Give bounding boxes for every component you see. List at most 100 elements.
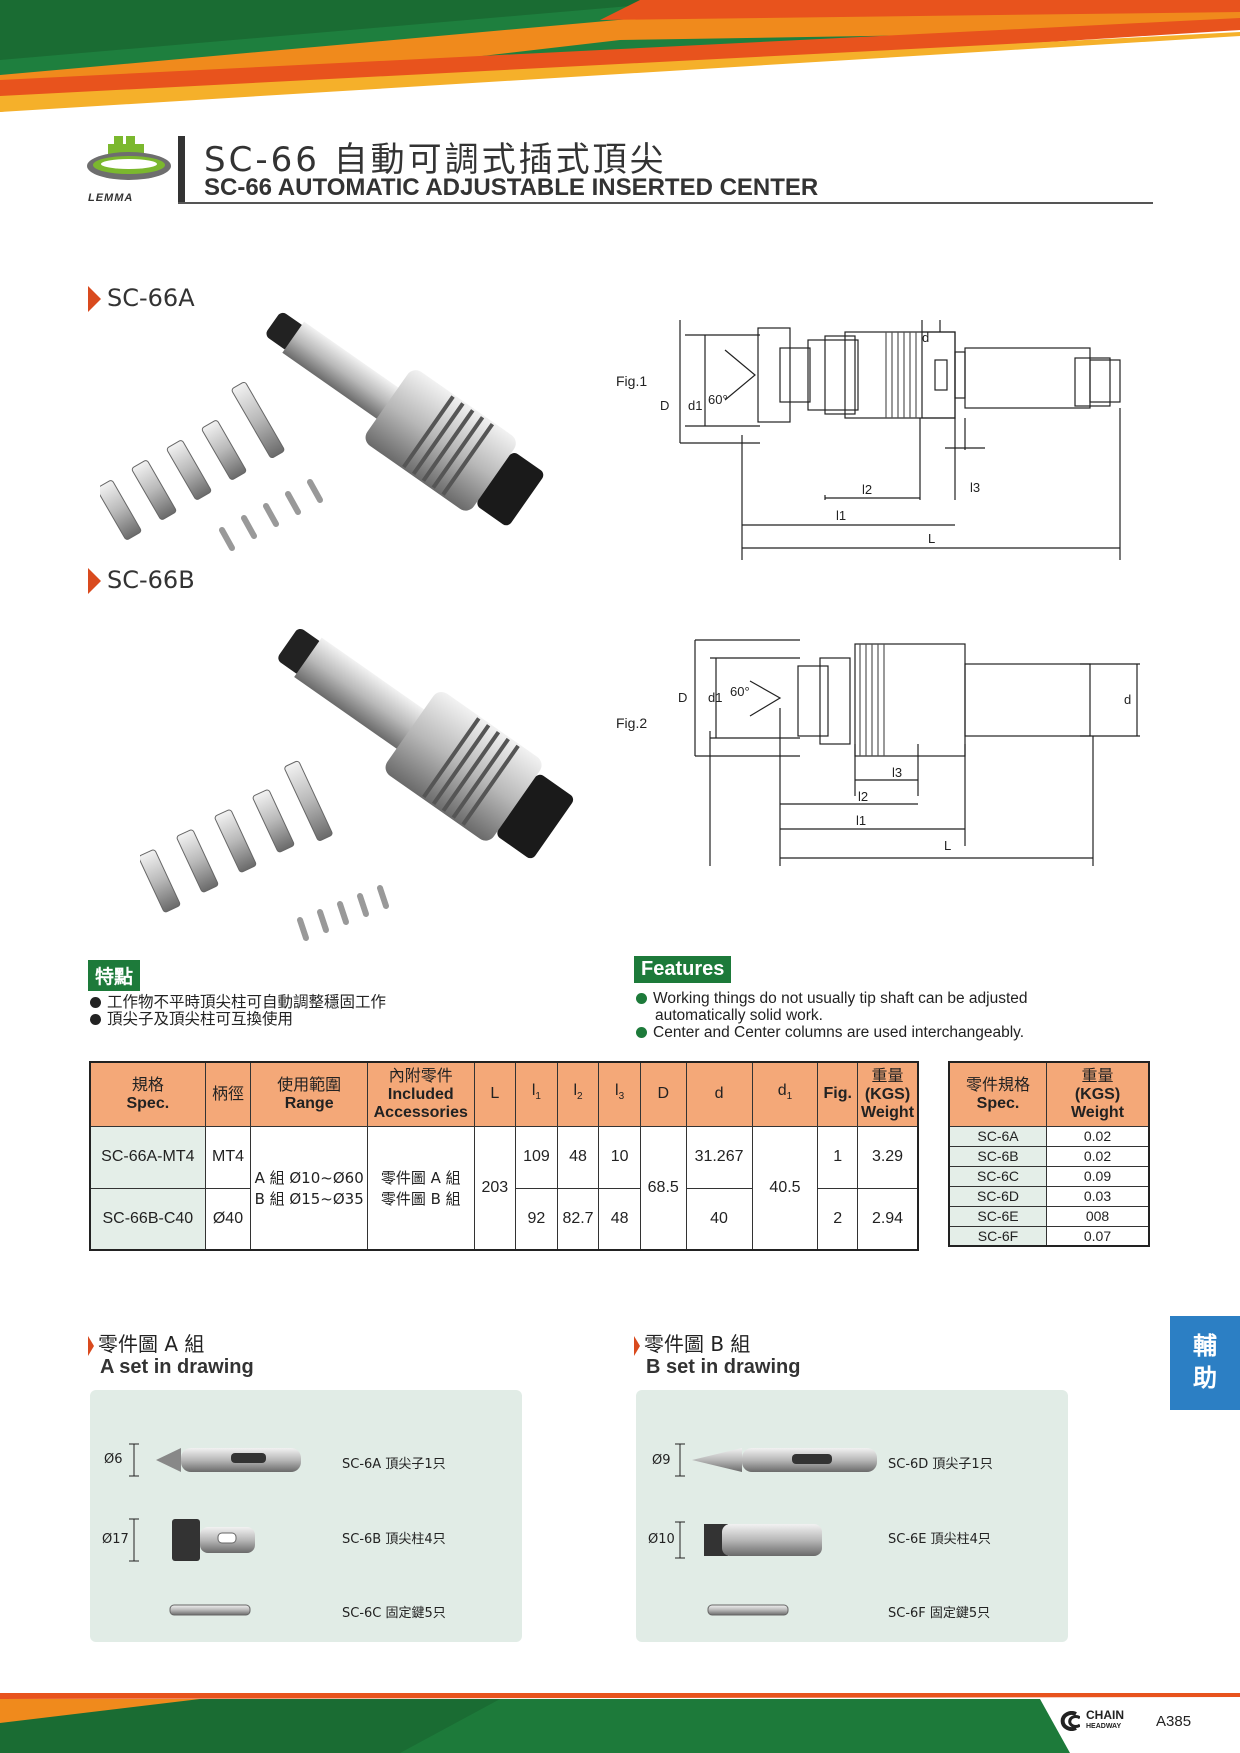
model-a-label: SC-66A — [88, 284, 195, 312]
row-shank: MT4 — [204, 1125, 252, 1189]
features-zh-item: 頂尖子及頂尖柱可互換使用 — [90, 1011, 650, 1028]
fig2-dim-l3: l3 — [892, 765, 903, 780]
set-b-part-1: SC-6D 頂尖子1只 — [888, 1457, 993, 1472]
fig1-dim-angle: 60° — [708, 392, 728, 407]
set-a-part-2: SC-6B 頂尖柱4只 — [342, 1532, 446, 1547]
features-zh-item: 工作物不平時頂尖柱可自動調整穩固工作 — [90, 994, 650, 1011]
fig2-dim-d: d — [1124, 692, 1132, 707]
set-b-part-2: SC-6E 頂尖柱4只 — [888, 1532, 991, 1547]
part-spec: SC-6B — [948, 1145, 1047, 1167]
lemma-logo — [87, 136, 171, 180]
row-fig: 2 — [817, 1187, 859, 1251]
fig1-label: Fig.1 — [616, 373, 648, 389]
sc-6c-part — [169, 1604, 251, 1616]
part-spec: SC-6C — [948, 1165, 1047, 1187]
set-a-title: 零件圖 A 組 — [88, 1328, 204, 1357]
set-a-subtitle: A set in drawing — [100, 1356, 254, 1378]
row-l3: 10 — [598, 1125, 641, 1189]
product-photo-a — [100, 312, 544, 551]
fig1-dim-L: L — [928, 531, 936, 546]
fig2-drawing — [694, 639, 1140, 866]
side-tab-line2: 助 — [1193, 1364, 1217, 1392]
row-spec: SC-66A-MT4 — [89, 1125, 206, 1189]
col-d1: d1 — [751, 1061, 819, 1127]
row-l2: 48 — [556, 1125, 600, 1189]
fig1-dim-l2: l2 — [862, 482, 873, 497]
set-b-subtitle: B set in drawing — [646, 1356, 801, 1378]
features-en-item: Center and Center columns are used inter… — [636, 1024, 1096, 1041]
set-b-title: 零件圖 B 組 — [634, 1328, 750, 1357]
fig2-dim-l1: l1 — [856, 813, 867, 828]
title-bar — [178, 136, 185, 202]
row-l3: 48 — [598, 1187, 641, 1251]
set-a-dim-2: Ø17 — [102, 1532, 129, 1547]
row-weight: 2.94 — [857, 1187, 919, 1251]
col-D: D — [639, 1061, 687, 1127]
row-shank: Ø40 — [204, 1187, 252, 1251]
part-spec: SC-6D — [948, 1185, 1047, 1207]
model-b-text: SC-66B — [107, 566, 195, 594]
fig2-dim-angle: 60° — [730, 684, 750, 699]
side-tab: 輔 助 — [1170, 1316, 1240, 1410]
fig2-dim-d1: d1 — [708, 690, 723, 705]
set-b-dim-2: Ø10 — [648, 1532, 675, 1547]
model-b-label: SC-66B — [88, 566, 195, 594]
col-l2: l2 — [556, 1061, 600, 1127]
sc-6a-part — [129, 1443, 301, 1477]
features-zh-title: 特點 — [88, 960, 141, 991]
set-a-part-3: SC-6C 固定鍵5只 — [342, 1606, 446, 1621]
sc-6f-part — [707, 1604, 789, 1616]
col-weight: 重量(KGS)Weight — [857, 1061, 919, 1127]
title-en: SC-66 AUTOMATIC ADJUSTABLE INSERTED CENT… — [204, 174, 819, 201]
page-number: A385 — [1156, 1713, 1192, 1730]
fig1-dim-d1: d1 — [688, 398, 703, 413]
row-accessories: 零件圖 A 組零件圖 B 組 — [367, 1125, 475, 1251]
row-D: 68.5 — [639, 1125, 687, 1251]
row-L: 203 — [473, 1125, 517, 1251]
col-part-weight: 重量(KGS)Weight — [1046, 1061, 1150, 1127]
part-spec: SC-6A — [948, 1125, 1047, 1147]
fig1-dim-D: D — [660, 398, 670, 413]
fig1-dim-l3: l3 — [970, 480, 981, 495]
brand-text: LEMMA — [88, 192, 134, 204]
sc-6d-part — [675, 1443, 877, 1477]
model-a-text: SC-66A — [107, 284, 195, 312]
side-tab-line1: 輔 — [1193, 1332, 1217, 1360]
set-a-part-1: SC-6A 頂尖子1只 — [342, 1457, 446, 1472]
row-l1: 109 — [515, 1125, 558, 1189]
sc-6e-part — [675, 1521, 822, 1559]
footer-band — [0, 1693, 1240, 1753]
row-l1: 92 — [515, 1187, 558, 1251]
part-spec: SC-6E — [948, 1205, 1047, 1227]
col-l3: l3 — [598, 1061, 641, 1127]
row-d: 31.267 — [685, 1125, 753, 1189]
chain-headway-logo: CHAIN HEADWAY — [1086, 1708, 1124, 1730]
title-rule — [178, 202, 1153, 204]
row-spec: SC-66B-C40 — [89, 1187, 206, 1251]
product-photo-b — [140, 628, 574, 941]
col-d: d — [685, 1061, 753, 1127]
part-weight: 008 — [1046, 1205, 1150, 1227]
row-fig: 1 — [817, 1125, 859, 1189]
col-L: L — [473, 1061, 517, 1127]
fig1-dim-l1: l1 — [836, 508, 847, 523]
row-weight: 3.29 — [857, 1125, 919, 1189]
col-l1: l1 — [515, 1061, 558, 1127]
table-row: SC-66B-C40 Ø40 92 82.7 48 40 2 2.94 — [89, 1187, 919, 1251]
part-weight: 0.03 — [1046, 1185, 1150, 1207]
part-weight: 0.02 — [1046, 1125, 1150, 1147]
fig2-dim-L: L — [944, 838, 952, 853]
part-weight: 0.09 — [1046, 1165, 1150, 1187]
header-band — [0, 0, 1240, 112]
